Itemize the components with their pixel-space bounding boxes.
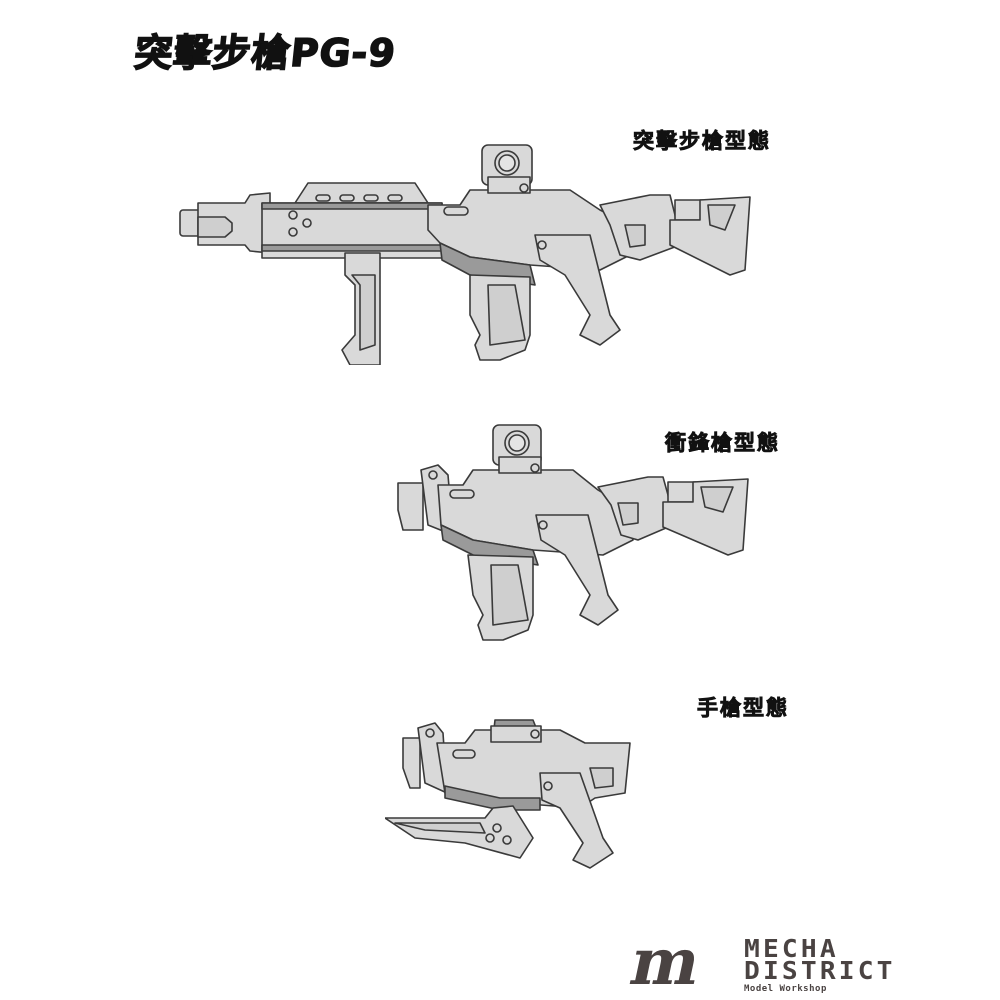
submachine-gun-illustration <box>397 424 749 641</box>
logo-line1: MECHA <box>744 934 839 963</box>
config-label-submachine-gun: 衝鋒槍型態 <box>665 431 780 456</box>
assault-rifle-illustration <box>179 144 751 365</box>
pistol-illustration <box>385 719 631 869</box>
mecha-district-logo: m MECHA DISTRICT Model Workshop <box>624 925 892 1000</box>
config-label-assault-rifle: 突擊步槍型態 <box>633 129 771 154</box>
config-label-pistol: 手槍型態 <box>697 696 789 721</box>
page-title: 突擊步槍PG-9 <box>132 30 399 76</box>
logo-tagline: Model Workshop <box>744 984 827 994</box>
logo-mark: m <box>624 925 700 1000</box>
logo-line2: DISTRICT <box>744 956 896 985</box>
